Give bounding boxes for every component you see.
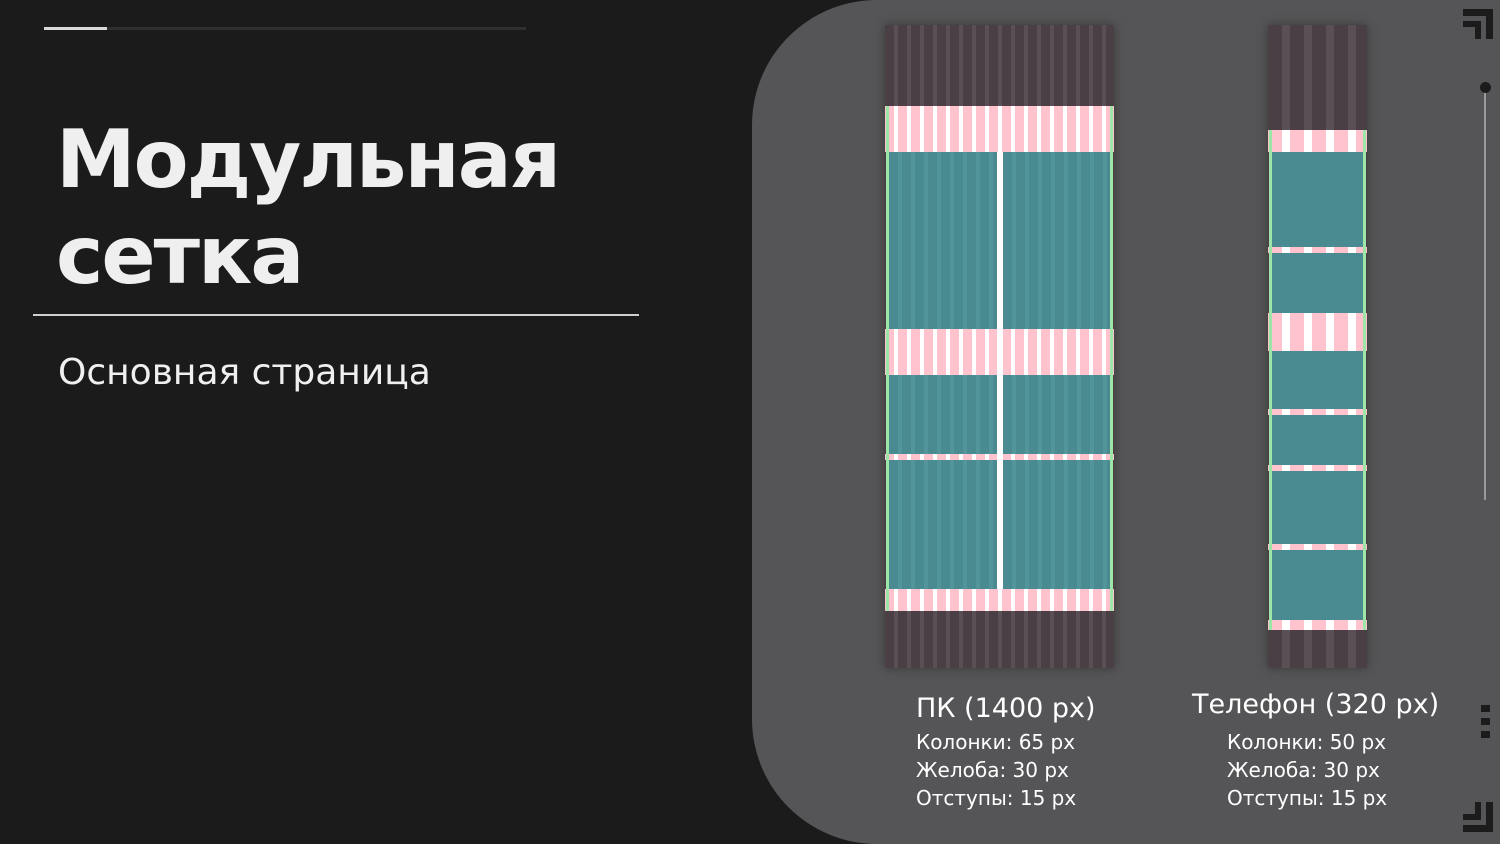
dots-menu-icon[interactable] [1481,705,1490,744]
grid-module [889,375,997,454]
grid-module [889,460,997,589]
progress-fill [44,27,107,30]
pc-columns-text: Колонки: 65 px [916,730,1076,754]
grid-module [1272,415,1363,465]
grid-module [1272,152,1363,247]
phone-margins-text: Отступы: 15 px [1227,786,1388,810]
gutter-band [1268,465,1367,471]
grid-module [1003,375,1111,454]
scrollbar-thumb[interactable] [1480,82,1491,93]
gutter-band [1268,130,1367,152]
gutter-band [1268,247,1367,253]
phone-columns-text: Колонки: 50 px [1227,730,1387,754]
slide-scrollbar[interactable] [1484,88,1486,500]
grid-module [889,152,997,329]
gutter-band [1268,620,1367,630]
center-gutter [997,152,1003,589]
slide-subtitle: Основная страница [58,352,431,393]
phone-caption: Телефон (320 px) Колонки: 50 px Желоба: … [1192,689,1439,812]
margin-right [1110,106,1113,611]
grid-module [1272,471,1363,544]
title-line-1: Модульная [56,113,561,206]
gutter-band [885,106,1114,152]
pc-gutters-text: Желоба: 30 px [916,758,1069,782]
pc-caption: ПК (1400 px) Колонки: 65 px Желоба: 30 p… [916,693,1096,812]
phone-gutters-text: Желоба: 30 px [1227,758,1380,782]
corner-bracket-icon [1463,9,1493,39]
slide-title: Модульная сетка [56,112,561,304]
progress-bar [44,27,526,30]
margin-right [1363,130,1366,630]
phone-grid-illustration [1268,25,1367,668]
pc-margins-text: Отступы: 15 px [916,786,1077,810]
gutter-band [1268,313,1367,351]
phone-caption-title: Телефон (320 px) [1192,689,1440,720]
gutter-band [1268,544,1367,550]
corner-bracket-icon [1463,802,1493,832]
grid-module [1003,460,1111,589]
gutter-band [885,589,1114,611]
grid-module [1272,253,1363,313]
margin-left [1269,130,1272,630]
grid-module [1272,351,1363,409]
pc-grid-illustration [885,25,1114,668]
title-line-2: сетка [56,209,304,302]
grid-module [1272,550,1363,620]
pc-caption-title: ПК (1400 px) [916,693,1096,724]
margin-left [886,106,889,611]
title-divider [33,314,639,316]
grid-module [1003,152,1111,329]
grid-examples-panel [752,0,1500,844]
gutter-band [1268,409,1367,415]
